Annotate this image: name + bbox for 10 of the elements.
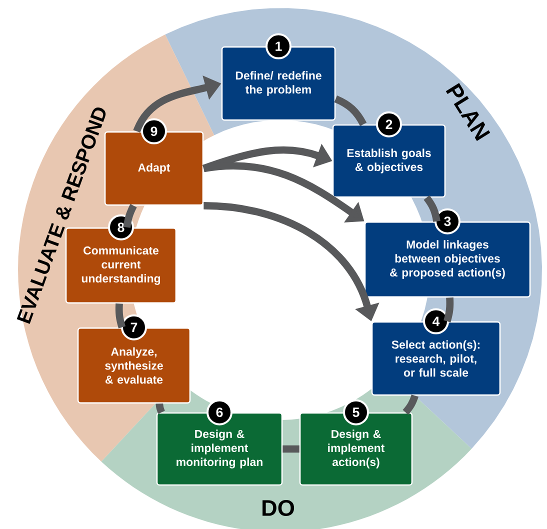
sector-label: DO	[262, 500, 294, 516]
connector-band	[334, 96, 367, 126]
number-badge: 6	[206, 399, 232, 426]
connector-band	[123, 204, 137, 228]
connector-band	[444, 297, 454, 322]
connector-band	[402, 394, 418, 415]
connector-band	[156, 403, 165, 414]
number-badge: 5	[343, 399, 369, 426]
connector-band	[115, 303, 126, 328]
connector-band	[282, 445, 300, 453]
